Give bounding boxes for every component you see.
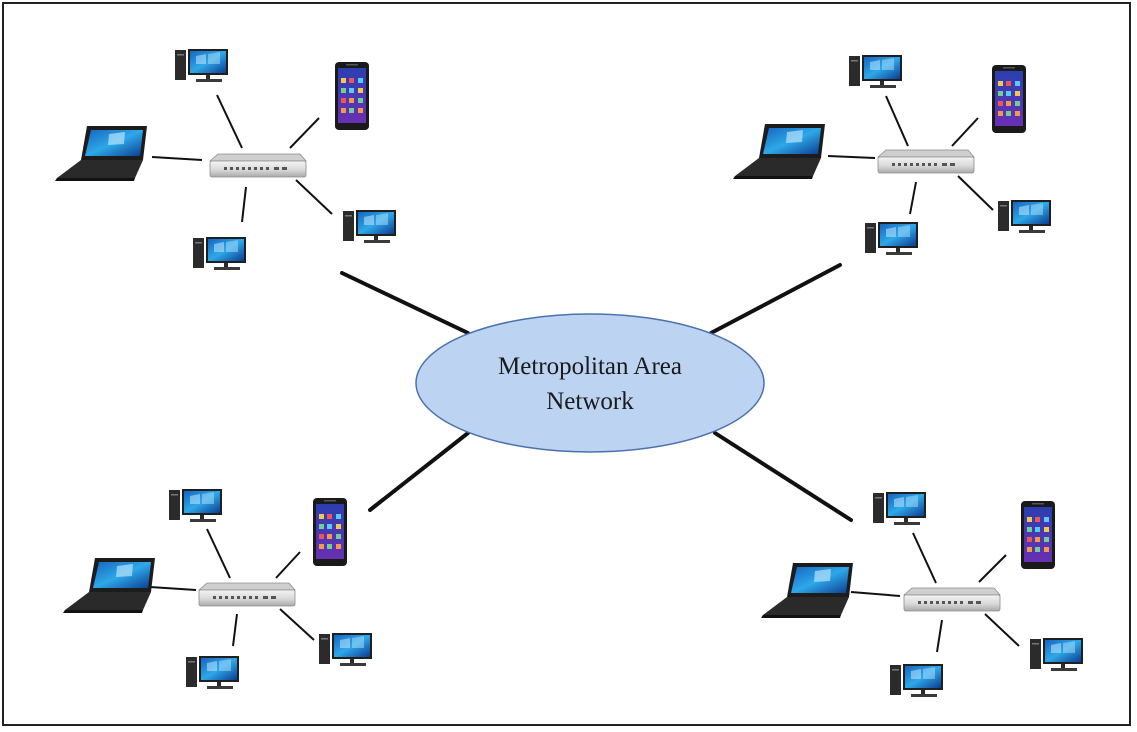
cluster-bottom-left [63,489,372,689]
man-label-line1: Metropolitan Area [498,353,682,380]
cluster-bottom-right [761,492,1083,697]
desktop-icon [1030,638,1083,671]
laptop-icon [733,124,825,179]
man-ellipse [415,313,765,453]
backbone-link-bottom-left [368,431,470,512]
switch-icon [903,587,1001,612]
cluster-top-right [733,55,1051,255]
laptop-icon [761,563,853,618]
smartphone-icon [335,62,369,130]
desktop-icon [186,656,239,689]
backbone-link-top-right [709,263,842,335]
smartphone-icon [313,498,347,566]
smartphone-icon [992,65,1026,133]
cluster-top-left [55,49,396,270]
backbone-link-top-left [340,271,470,335]
desktop-icon [175,49,228,82]
laptop-icon [63,558,155,613]
switch-icon [877,149,975,174]
desktop-icon [193,237,246,270]
backbone-link-bottom-right [713,431,853,522]
desktop-icon [343,210,396,243]
man-label-line2: Network [546,388,634,415]
desktop-icon [865,222,918,255]
metropolitan-area-network: Metropolitan Area Network [415,313,765,453]
laptop-icon [55,126,147,181]
switch-icon [209,153,307,178]
desktop-icon [873,492,926,525]
desktop-icon [319,633,372,666]
desktop-icon [849,55,902,88]
switch-icon [198,582,296,607]
smartphone-icon [1021,501,1055,569]
desktop-icon [890,664,943,697]
desktop-icon [998,200,1051,233]
desktop-icon [169,489,222,522]
